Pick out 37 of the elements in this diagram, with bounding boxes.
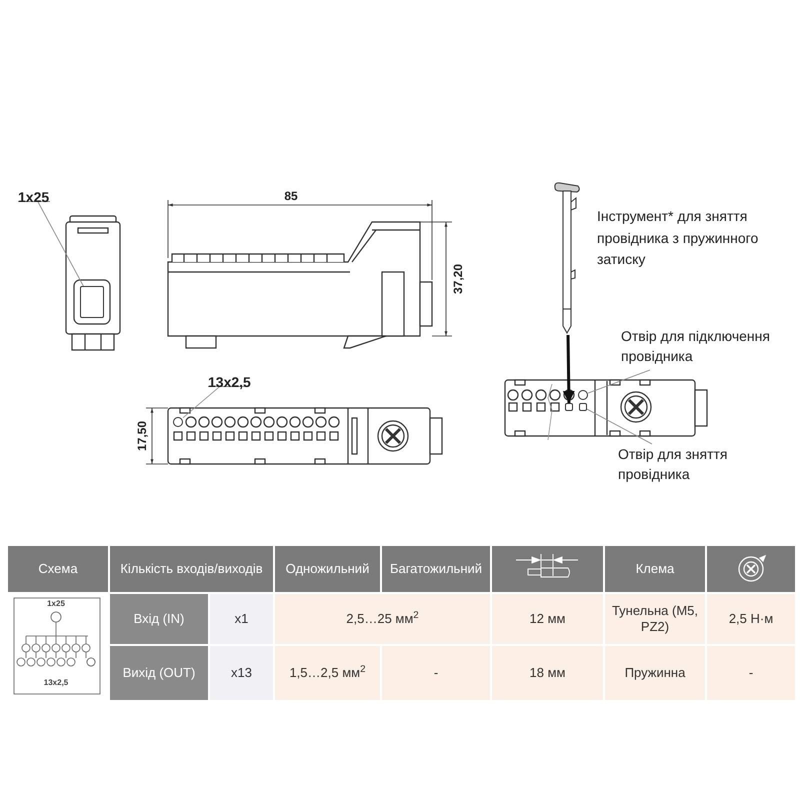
table-cell: -	[382, 646, 490, 700]
callout-label: Отвір для підключення провідника	[621, 326, 797, 370]
leader-line	[586, 408, 652, 444]
arrow	[562, 334, 575, 404]
release-slot	[579, 403, 587, 411]
table-cell: 12 мм	[492, 594, 603, 644]
callout-label: Отвір для зняття провідника	[618, 444, 768, 488]
row-header-cell: Вихід (OUT)	[110, 646, 208, 700]
table-cell: -	[707, 646, 795, 700]
table-cell: 2,5…25 мм$^{2}$	[275, 594, 490, 644]
table-cell: x1	[210, 594, 273, 644]
table-cell: x13	[210, 646, 273, 700]
callout-label: 1x25	[18, 187, 50, 202]
header-cell: Клема	[605, 546, 705, 592]
leader-line	[182, 386, 220, 418]
dimension-value: 85	[283, 189, 299, 203]
table-cell: 18 мм	[492, 646, 603, 700]
schematic-label: 1x25	[46, 599, 66, 609]
dimension-value: 17,50	[135, 420, 149, 454]
leader-line	[38, 202, 84, 286]
terminal-window	[80, 286, 104, 318]
table-cell: Пружинна	[605, 646, 705, 700]
table-cell: Тунельна (M5, PZ2)	[605, 594, 705, 644]
header-cell: Схема	[8, 546, 108, 592]
header-cell: Багатожильний	[382, 546, 490, 592]
leader-line	[588, 370, 650, 394]
tool-drawing	[552, 180, 582, 335]
table-cell: 2,5 Н·м	[707, 594, 795, 644]
header-cell: Одножильний	[275, 546, 380, 592]
row-header-cell: Вхід (IN)	[110, 594, 208, 644]
release-slot	[565, 403, 573, 411]
tool-caption: Інструмент* для зняття провідника з пружинного затиску	[597, 207, 760, 270]
callout-label: 13x2,5	[208, 372, 248, 387]
table-cell: 1,5…2,5 мм$^{2}$	[275, 646, 380, 700]
schematic-label: 13x2,5	[42, 678, 70, 688]
dimension-value: 37,20	[451, 262, 465, 296]
header-cell: Кількість входів/виходів	[110, 546, 273, 592]
